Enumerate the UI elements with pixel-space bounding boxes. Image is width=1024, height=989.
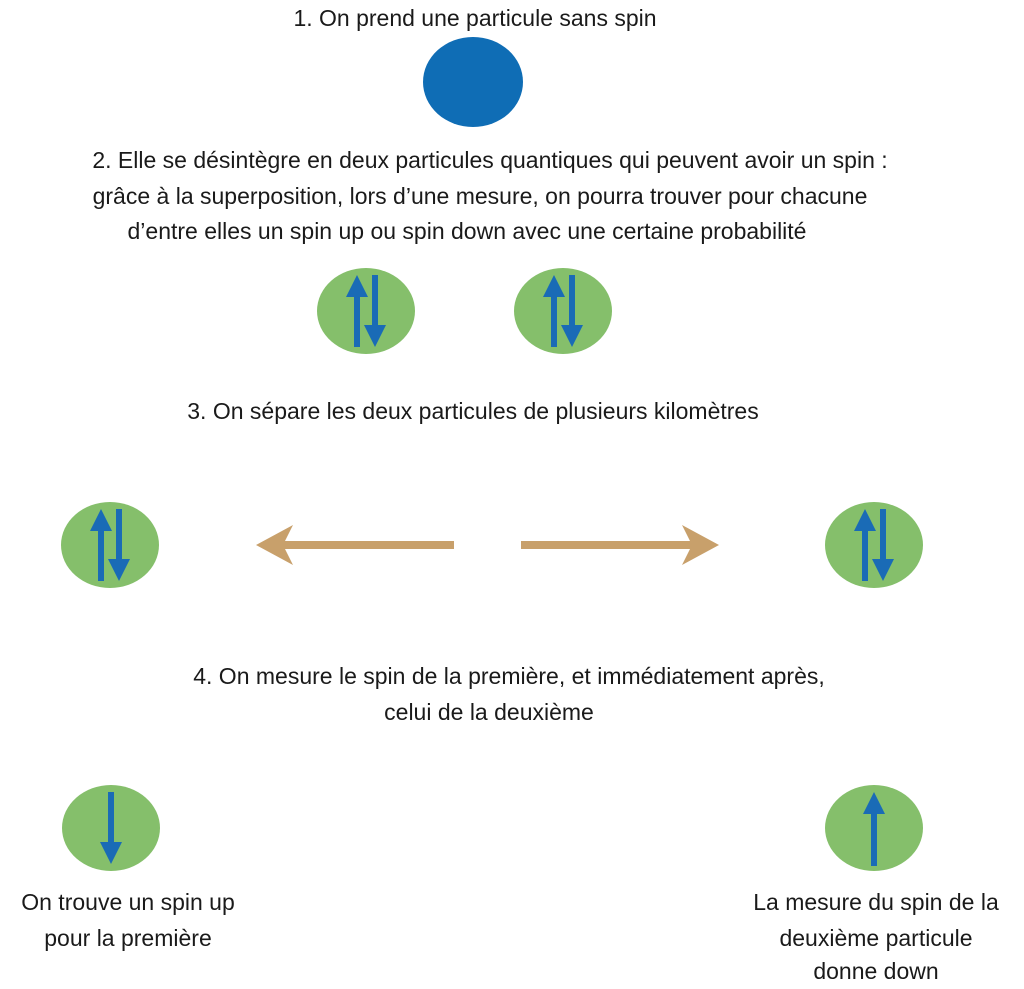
step2-line-2: grâce à la superposition, lors d’une mes… <box>92 183 868 209</box>
up-down-arrows-icon <box>90 509 130 581</box>
step4-line-1: 4. On mesure le spin de la première, et … <box>193 663 825 689</box>
result-left-line-1: On trouve un spin up <box>21 889 235 915</box>
separation-arrow-left <box>256 525 454 565</box>
result-right-line-1: La mesure du spin de la <box>753 889 999 915</box>
separation-arrow-right <box>521 525 719 565</box>
step2-line-1: 2. Elle se désintègre en deux particules… <box>92 147 888 173</box>
step4-line-2: celui de la deuxième <box>384 699 594 725</box>
particle-separated-left <box>61 502 159 588</box>
step3-text: 3. On sépare les deux particules de plus… <box>187 398 759 424</box>
particle-separated-right <box>825 502 923 588</box>
particle-measured-left <box>62 785 160 871</box>
up-down-arrows-icon <box>854 509 894 581</box>
up-arrow-icon <box>863 792 885 866</box>
particle-superposition-1 <box>317 268 415 354</box>
particle-no-spin <box>423 37 523 127</box>
particle-superposition-2 <box>514 268 612 354</box>
step2-line-3: d’entre elles un spin up ou spin down av… <box>127 218 807 244</box>
result-left-line-2: pour la première <box>44 925 212 951</box>
up-down-arrows-icon <box>346 275 386 347</box>
result-right-line-3: donne down <box>813 958 939 984</box>
step1-text: 1. On prend une particule sans spin <box>293 5 657 31</box>
particle-measured-right <box>825 785 923 871</box>
down-arrow-icon <box>100 792 122 864</box>
up-down-arrows-icon <box>543 275 583 347</box>
result-right-line-2: deuxième particule <box>779 925 973 951</box>
